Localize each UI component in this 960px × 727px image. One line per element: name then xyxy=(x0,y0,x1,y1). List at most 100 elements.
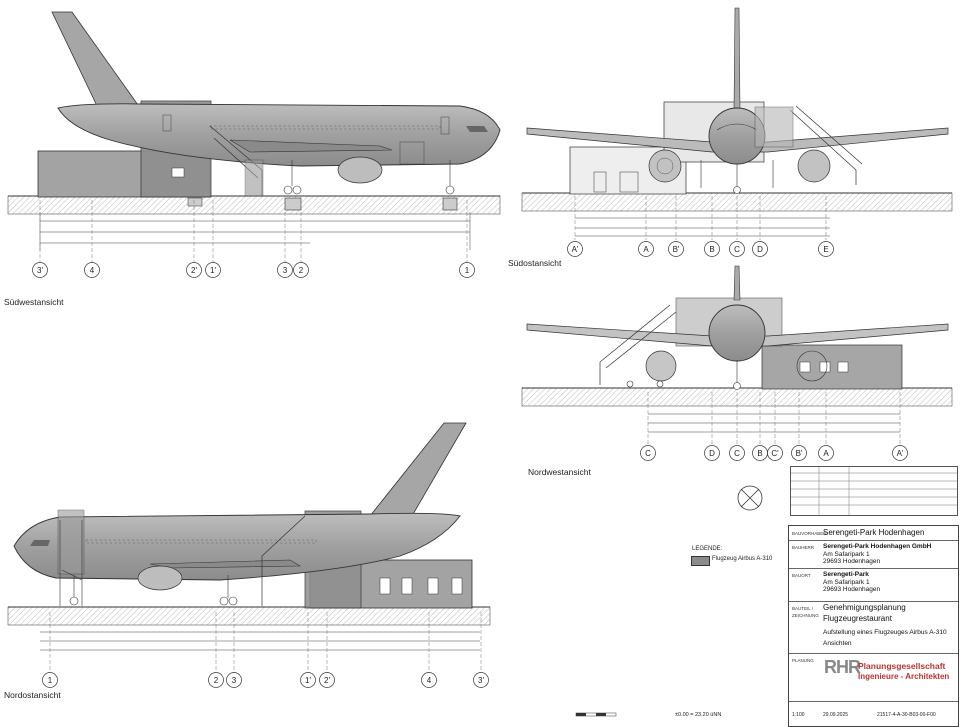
axis-bubble-sw: 3' xyxy=(32,262,48,278)
axis-bubble-sw: 4 xyxy=(84,262,100,278)
axis-label: B xyxy=(757,449,762,458)
legend-title: LEGENDE: xyxy=(692,546,723,552)
subject-value: Aufstellung eines Flugzeuges Airbus A-31… xyxy=(823,629,947,636)
bauort-street: Am Safaripark 1 xyxy=(823,579,870,586)
height-reference: ±0.00 = 23.20 üNN xyxy=(675,712,722,718)
sw-fuselage xyxy=(57,103,501,167)
axis-label: C' xyxy=(771,449,779,458)
axis-label: 2' xyxy=(324,676,330,685)
axis-bubble-sw: 3 xyxy=(277,262,293,278)
firm-logo: RHR Planungsgesellschaft Ingenieure - Ar… xyxy=(820,655,955,695)
axis-label: B' xyxy=(673,245,680,254)
axis-label: D xyxy=(757,245,763,254)
axis-label: B xyxy=(709,245,714,254)
firm-line2: Ingenieure - Architekten xyxy=(858,672,950,681)
axis-label: A' xyxy=(572,245,579,254)
no-elevation xyxy=(7,422,491,672)
axis-bubble-sw: 2 xyxy=(293,262,309,278)
axis-bubble-nw: C' xyxy=(767,445,783,461)
axis-label: 3 xyxy=(232,676,237,685)
bauherr-city: 29693 Hodenhagen xyxy=(823,558,881,565)
axis-bubble-so: D xyxy=(752,241,768,257)
sw-engine xyxy=(337,156,383,184)
bauvorhaben-value: Serengeti-Park Hodenhagen xyxy=(823,528,925,537)
axis-bubble-nw: A xyxy=(818,445,834,461)
axis-bubble-no: 2' xyxy=(319,672,335,688)
bauherr-key: BAUHERR xyxy=(792,545,815,550)
axis-label: 3' xyxy=(478,676,484,685)
axis-label: 1' xyxy=(305,676,311,685)
so-elevation xyxy=(521,7,953,240)
axis-label: 2 xyxy=(299,266,304,275)
axis-label: 3 xyxy=(283,266,288,275)
axis-label: A xyxy=(823,449,829,458)
axis-bubble-no: 1' xyxy=(300,672,316,688)
axis-label: 2 xyxy=(214,676,219,685)
axis-bubble-so: B' xyxy=(668,241,684,257)
axis-bubble-nw: B xyxy=(752,445,768,461)
axis-bubble-no: 1 xyxy=(42,672,58,688)
scale-value: 1:100 xyxy=(792,712,805,718)
axis-bubble-nw: D xyxy=(704,445,720,461)
axis-bubble-no: 2 xyxy=(208,672,224,688)
bauherr-name: Serengeti-Park Hodenhagen GmbH xyxy=(823,543,932,550)
axis-bubble-so: E xyxy=(818,241,834,257)
axis-bubble-so: A xyxy=(638,241,654,257)
axis-bubble-sw: 1 xyxy=(459,262,475,278)
north-arrow-icon xyxy=(737,485,763,511)
axis-label: 4 xyxy=(90,266,95,275)
legend-swatch xyxy=(691,556,710,566)
bauherr-street: Am Safaripark 1 xyxy=(823,551,870,558)
view-label-sw: Südwestansicht xyxy=(4,297,64,307)
axis-bubble-nw: C xyxy=(729,445,745,461)
axis-label: D xyxy=(709,449,715,458)
bauort-key: BAUORT xyxy=(792,573,811,578)
axis-label: 3' xyxy=(37,266,43,275)
axis-label: C xyxy=(734,245,740,254)
axis-bubble-so: C xyxy=(729,241,745,257)
axis-bubble-nw: A' xyxy=(892,445,908,461)
axis-label: A xyxy=(643,245,649,254)
title-block: BAUVORHABEN Serengeti-Park Hodenhagen BA… xyxy=(788,525,959,727)
legend-item: Flugzeug Airbus A-310 xyxy=(712,556,773,562)
axis-bubble-no: 3' xyxy=(473,672,489,688)
axis-label: 1 xyxy=(48,676,53,685)
axis-bubble-no: 3 xyxy=(226,672,242,688)
axis-bubble-sw: 2' xyxy=(186,262,202,278)
axis-bubble-so: B xyxy=(704,241,720,257)
axis-bubble-so: A' xyxy=(567,241,583,257)
bauort-name: Serengeti-Park xyxy=(823,571,869,578)
axis-bubble-sw: 1' xyxy=(205,262,221,278)
bauort-city: 29693 Hodenhagen xyxy=(823,586,881,593)
axis-bubble-no: 4 xyxy=(421,672,437,688)
phase-value: Genehmigungsplanung xyxy=(823,603,906,612)
axis-bubble-nw: B' xyxy=(791,445,807,461)
drawing-value: Ansichten xyxy=(823,640,852,647)
axis-label: 1 xyxy=(465,266,470,275)
sw-elevation xyxy=(7,11,501,262)
scale-bar xyxy=(575,712,617,717)
axis-label: 1' xyxy=(210,266,216,275)
revision-table xyxy=(790,466,958,516)
bauvorhaben-key: BAUVORHABEN xyxy=(792,531,827,536)
nw-elevation xyxy=(521,265,953,444)
axis-label: C xyxy=(645,449,651,458)
axis-label: A' xyxy=(897,449,904,458)
bauteil-key: BAUTEIL / ZEICHNUNG xyxy=(792,606,819,618)
planung-key: PLANUNG xyxy=(792,658,814,663)
axis-label: 2' xyxy=(191,266,197,275)
axis-label: E xyxy=(823,245,828,254)
view-label-no: Nordostansicht xyxy=(4,690,61,700)
building-value: Flugzeugrestaurant xyxy=(823,614,892,623)
axis-bubble-nw: C xyxy=(640,445,656,461)
firm-line1: Planungsgesellschaft xyxy=(858,661,946,671)
axis-label: B' xyxy=(796,449,803,458)
axis-label: 4 xyxy=(427,676,432,685)
date-value: 29.09.2025 xyxy=(823,712,849,718)
view-label-nw: Nordwestansicht xyxy=(528,467,591,477)
drawing-number: 21517-4-A-30-B03-00-F00 xyxy=(877,712,936,718)
firm-logo-mark: RHR xyxy=(824,657,861,677)
view-label-so: Südostansicht xyxy=(508,258,562,268)
